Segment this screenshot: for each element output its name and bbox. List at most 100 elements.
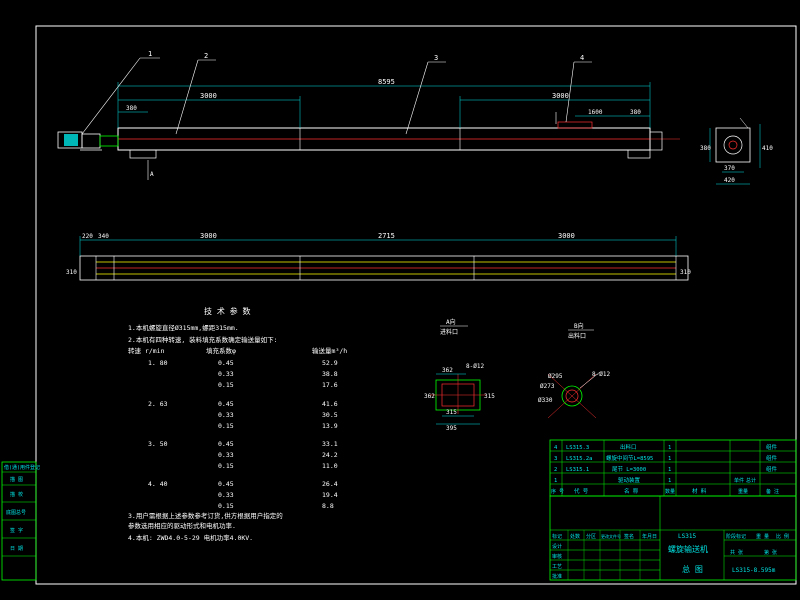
tech-cap: 24.2 <box>322 451 338 459</box>
tech-note: 参数选用相应的驱动形式和电机功率. <box>128 521 236 530</box>
plan-dim-3: 3000 <box>200 232 217 240</box>
section-b-subtitle: 出料口 <box>568 332 586 340</box>
bom-note: 组件 <box>766 465 778 473</box>
drawing-no: LS315-8.595m <box>732 567 776 574</box>
view-name: 总 图 <box>682 564 703 574</box>
end-dim-height-small: 410 <box>762 145 773 152</box>
tech-title: 技 术 参 数 <box>204 306 250 316</box>
section-b-d1: Ø295 <box>548 373 563 380</box>
sign-col: 分区 <box>586 533 596 540</box>
section-a-bottom1: 315 <box>446 409 457 416</box>
stage-label: 阶段标记 <box>726 533 746 540</box>
strip-label: 借(通)用件登记 <box>4 464 40 471</box>
end-dim-width1: 370 <box>724 165 735 172</box>
sheet-no: 第 张 <box>764 549 777 556</box>
tech-fill: 0.45 <box>218 400 234 408</box>
tech-cap: 13.9 <box>322 422 338 430</box>
sign-row: 批准 <box>552 573 562 580</box>
tech-note: 3.用户需根据上述参数参考订货,供方根据用户指定的 <box>128 511 283 520</box>
end-dim-height: 380 <box>700 145 711 152</box>
bom-header: 备 注 <box>766 488 779 495</box>
bom-qty: 1 <box>668 456 671 462</box>
tech-fill: 0.15 <box>218 422 234 430</box>
tech-cap: 38.8 <box>322 370 338 378</box>
bom-no: 1 <box>554 478 557 484</box>
bom-header: 材 料 <box>692 487 707 495</box>
section-mark: A <box>150 171 154 178</box>
bom-note: 组件 <box>766 443 778 451</box>
balloon-4: 4 <box>580 54 584 62</box>
bom-name: 出料口 <box>620 443 637 451</box>
plan-dim-left: 310 <box>66 269 77 276</box>
tech-fill: 0.33 <box>218 491 234 499</box>
tech-fill: 0.15 <box>218 502 234 510</box>
tech-speed: 4. 40 <box>148 480 168 488</box>
tech-fill: 0.45 <box>218 480 234 488</box>
section-a-bolt: 8-Ø12 <box>466 363 484 370</box>
section-a-title: A向 <box>446 318 456 326</box>
weight-label: 重 量 <box>756 533 769 540</box>
tech-speed: 3. 50 <box>148 440 168 448</box>
outer-frame <box>35 25 797 585</box>
section-a-subtitle: 进料口 <box>440 328 458 336</box>
bom-header: 单件 <box>734 477 744 484</box>
tech-fill: 0.33 <box>218 411 234 419</box>
tech-cap: 8.8 <box>322 502 334 510</box>
tech-header: 转速 r/min <box>128 346 165 355</box>
bom-header: 重量 <box>738 488 748 495</box>
bom-no: 3 <box>554 456 557 462</box>
strip-label: 描 图 <box>10 476 23 483</box>
sign-col: 更改文件号 <box>601 533 621 539</box>
bom-header: 名 称 <box>624 487 639 495</box>
tech-cap: 11.0 <box>322 462 338 470</box>
tech-cap: 17.6 <box>322 381 338 389</box>
scale-label: 比 例 <box>776 533 789 540</box>
plan-dim-4: 2715 <box>378 232 395 240</box>
bom-header: 总计 <box>746 477 756 484</box>
plan-dim-2: 340 <box>98 233 109 240</box>
bom-name: 螺旋中间节L=8595 <box>606 454 653 462</box>
sign-col: 处数 <box>570 533 580 540</box>
tech-cap: 41.6 <box>322 400 338 408</box>
tech-fill: 0.33 <box>218 451 234 459</box>
sheet-total: 共 张 <box>730 549 743 556</box>
bom-table: 4 LS315.3 出料口 1 组件 3 LS315.2a 螺旋中间节L=859… <box>549 439 797 497</box>
tech-fill: 0.15 <box>218 462 234 470</box>
bom-qty: 1 <box>668 467 671 473</box>
tech-fill: 0.45 <box>218 440 234 448</box>
tech-speed: 1. 80 <box>148 359 168 367</box>
bom-note: 组件 <box>766 454 778 462</box>
tech-params: 技 术 参 数 1.本机螺旋直径Ø315mm,螺距315mm. 2.本机有四种转… <box>128 306 347 542</box>
sign-col: 标记 <box>552 533 562 540</box>
dim-right-small: 380 <box>630 109 641 116</box>
bom-code: LS315.3 <box>566 445 589 451</box>
tech-cap: 30.5 <box>322 411 338 419</box>
plan-dim-1: 220 <box>82 233 93 240</box>
bom-name: 尾节 L=3000 <box>612 465 646 473</box>
balloon-2: 2 <box>204 52 208 60</box>
sign-col: 签名 <box>624 533 634 540</box>
tech-line: 1.本机螺旋直径Ø315mm,螺距315mm. <box>128 323 239 332</box>
bom-code: LS315.1 <box>566 467 589 473</box>
dim-right-mid: 1600 <box>588 109 603 116</box>
bom-name: 驱动装置 <box>618 476 641 484</box>
side-strip: 借(通)用件登记 描 图 描 校 底图总号 签 字 日 期 <box>1 461 40 581</box>
tech-cap: 33.1 <box>322 440 338 448</box>
section-a-top: 362 <box>442 367 453 374</box>
balloon-1: 1 <box>148 50 152 58</box>
section-a: A向 进料口 362 8-Ø12 362 315 315 395 <box>424 318 495 432</box>
tech-fill: 0.15 <box>218 381 234 389</box>
elevation-view: 8595 3000 380 3000 1600 380 A 1 2 3 4 <box>57 50 680 180</box>
bom-qty: 1 <box>668 445 671 451</box>
bom-header: 数量 <box>665 488 675 495</box>
strip-label: 签 字 <box>10 527 23 534</box>
plan-dim-5: 3000 <box>558 232 575 240</box>
bom-header: 代 号 <box>574 487 589 495</box>
tech-fill: 0.33 <box>218 370 234 378</box>
bom-code: LS315.2a <box>566 456 593 462</box>
dim-total: 8595 <box>378 78 395 86</box>
tech-note: 4.本机: ZWD4.0-5-29 电机功率4.0KV. <box>128 533 253 542</box>
sign-row: 审核 <box>552 553 562 560</box>
plan-view: 220 340 3000 2715 3000 310 310 <box>66 232 691 281</box>
